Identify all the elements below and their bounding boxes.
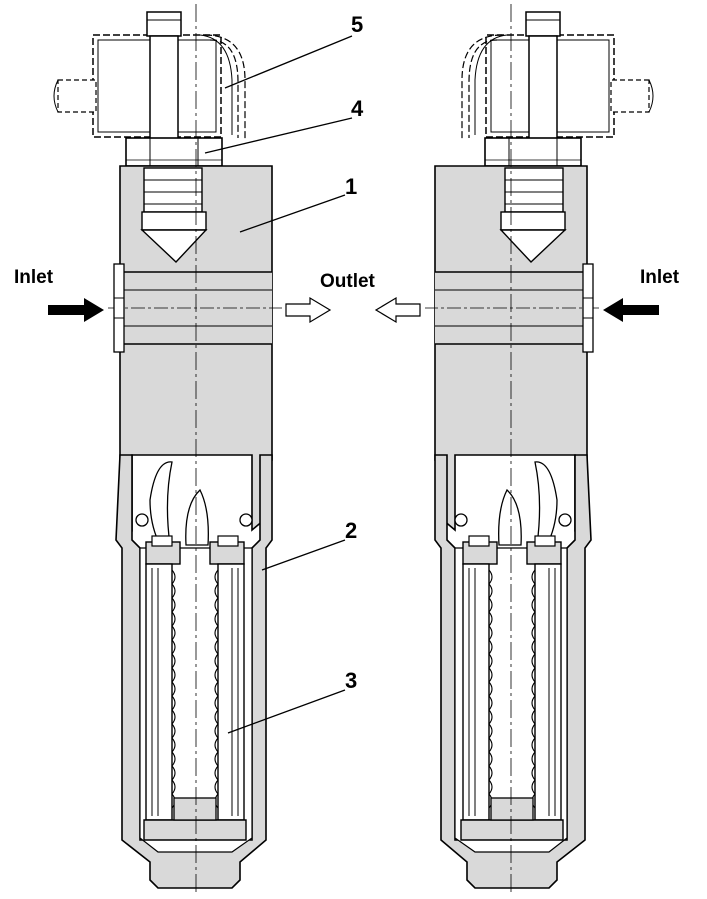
callout-4: 4	[351, 96, 364, 121]
filter-unit-left	[53, 3, 283, 897]
inlet-arrow-left	[48, 298, 104, 322]
inlet-label-right: Inlet	[640, 267, 680, 288]
callout-2: 2	[345, 518, 358, 543]
leader-line-4	[204, 117, 353, 154]
leader-line-5	[224, 35, 353, 89]
leader-line-2	[261, 539, 346, 571]
inlet-label-left: Inlet	[14, 267, 54, 288]
callout-1: 1	[345, 174, 358, 199]
callout-3: 3	[345, 668, 358, 693]
outlet-arrow-right-pointing	[285, 296, 332, 324]
callout-5: 5	[351, 12, 364, 37]
outlet-label: Outlet	[320, 271, 375, 292]
leader-line-1	[239, 194, 346, 233]
filter-unit-right	[424, 3, 654, 897]
leader-line-3	[227, 689, 346, 734]
inlet-arrow-right	[603, 298, 659, 322]
outlet-arrow-left-pointing	[374, 296, 421, 324]
